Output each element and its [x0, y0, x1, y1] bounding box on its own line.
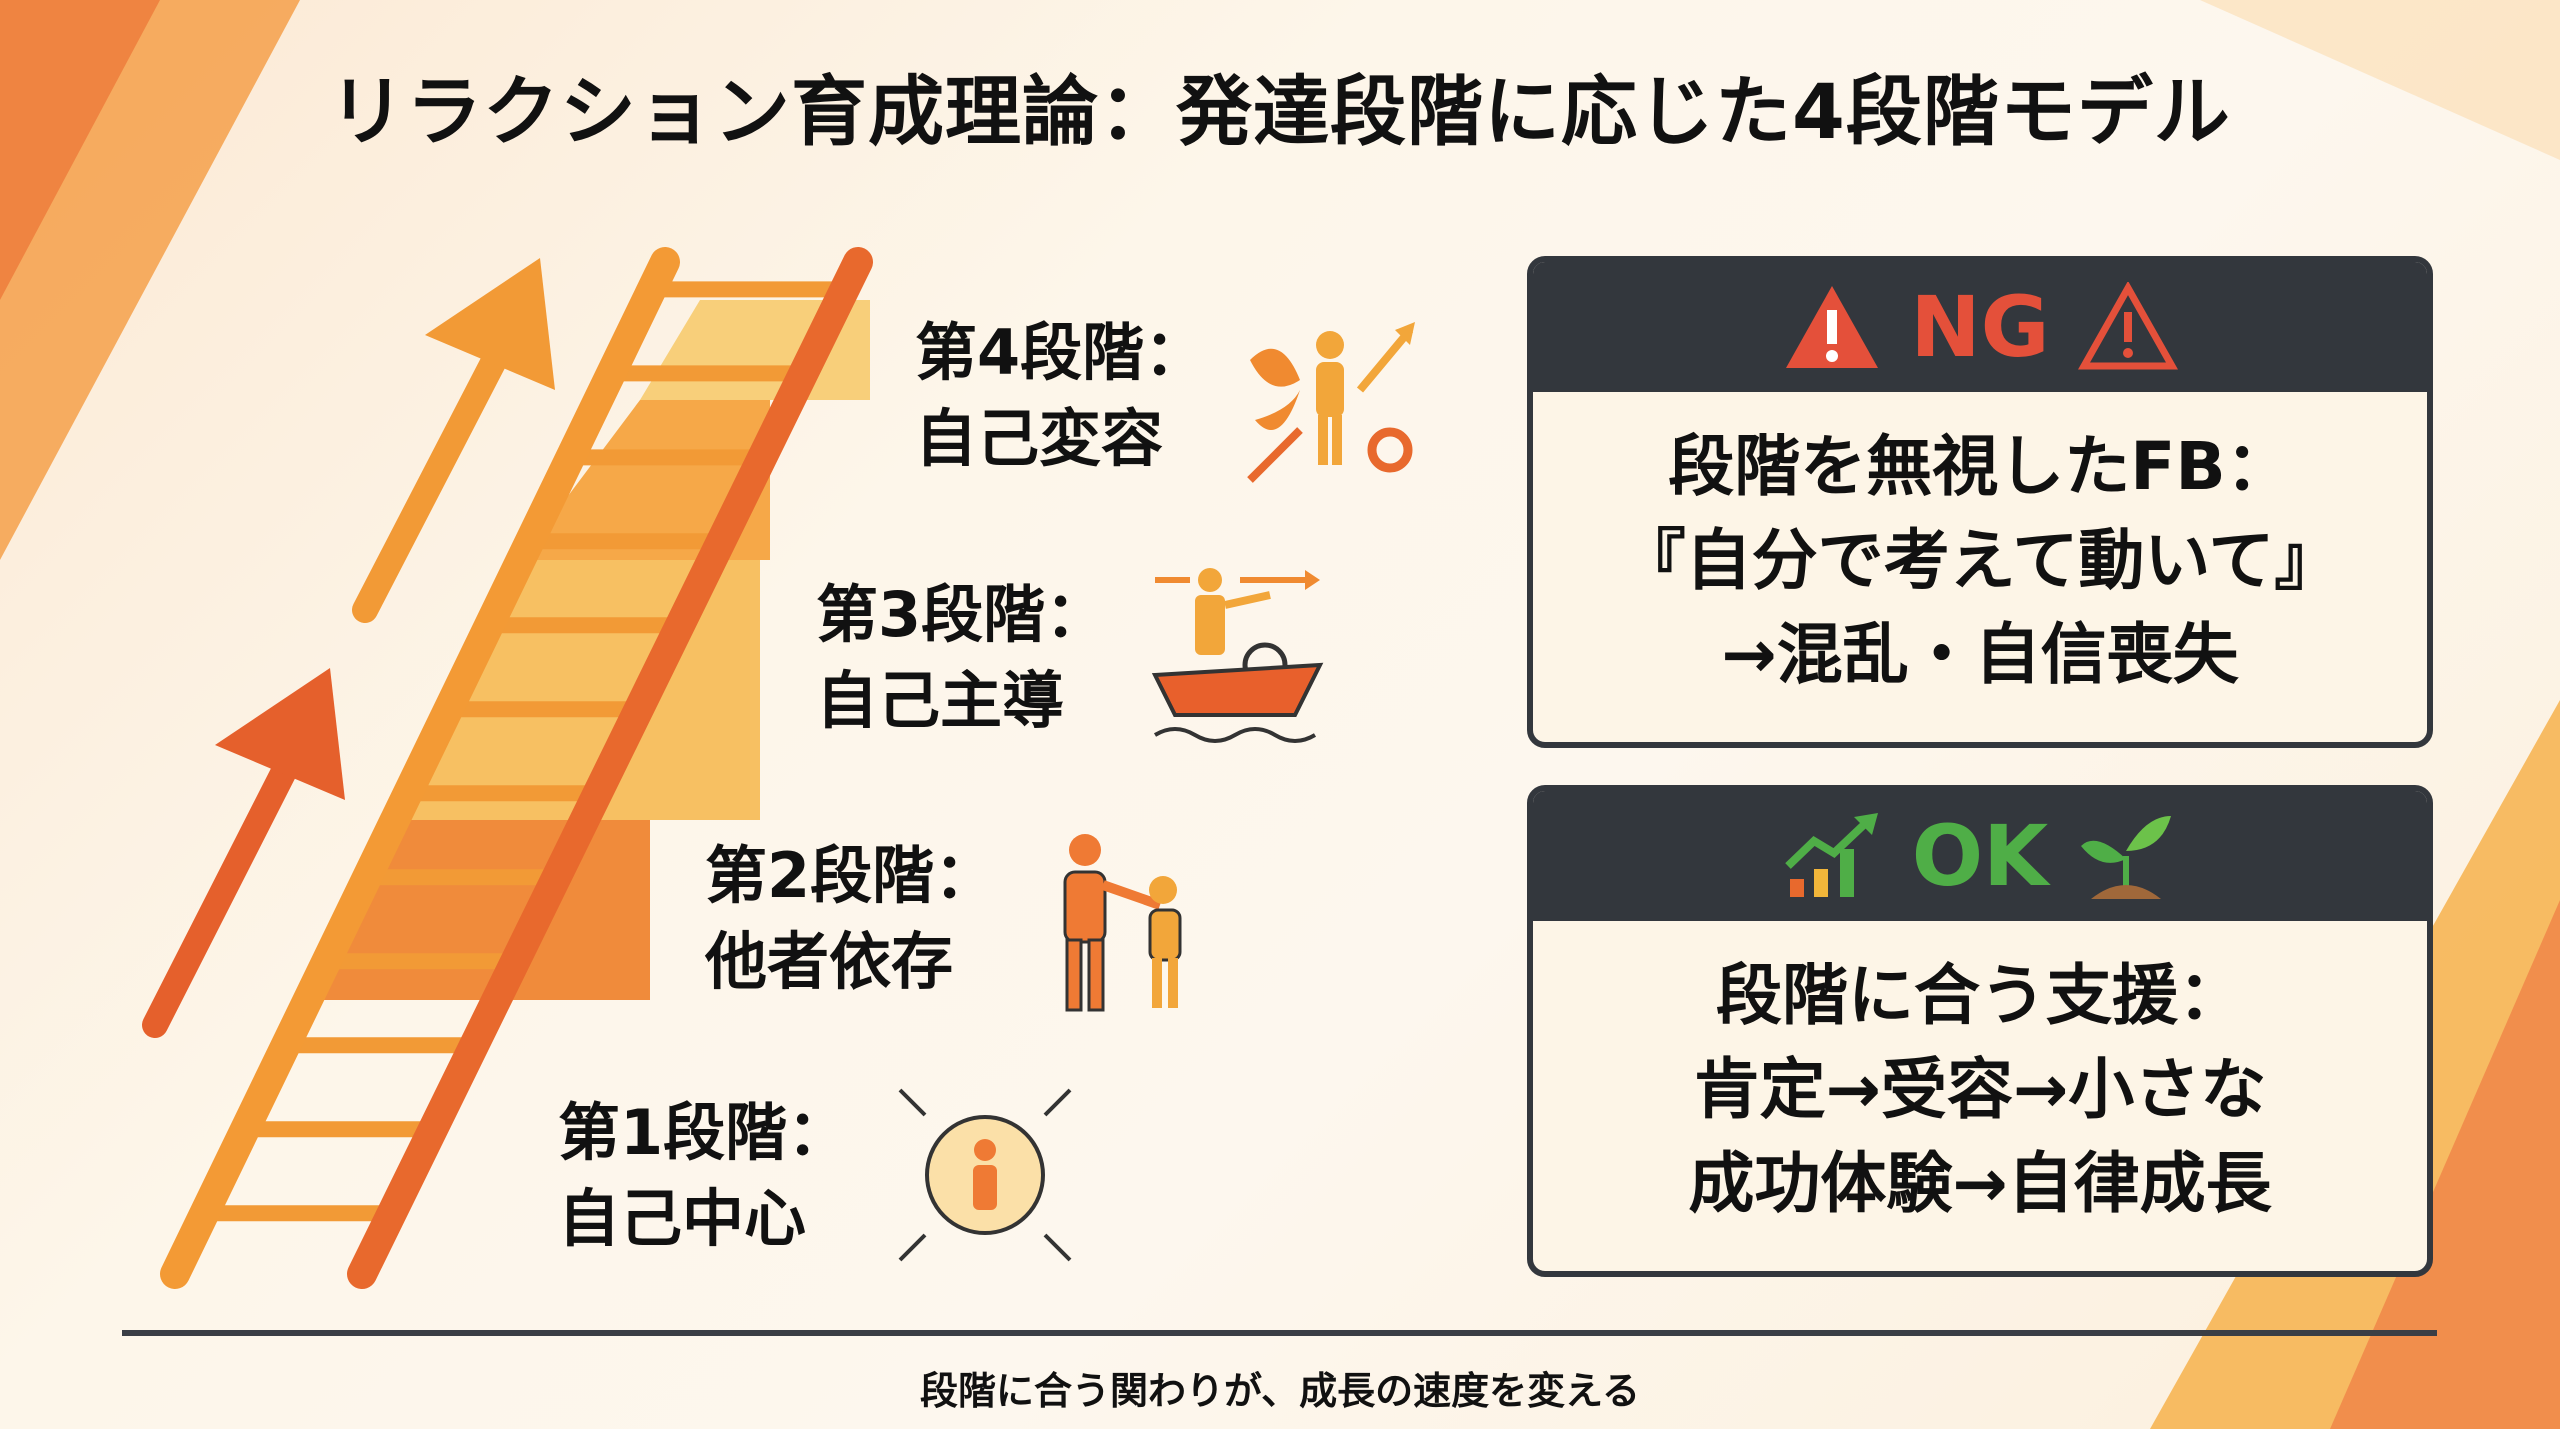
self-center-icon: [898, 1088, 1072, 1262]
stage-number: 第2段階：: [705, 839, 997, 912]
stage-number: 第4段階：: [915, 316, 1207, 389]
stage-4-label: 第4段階： 自己変容: [915, 310, 1206, 482]
ladder-rail-right: [347, 247, 873, 1289]
page-title: リラクション育成理論：発達段階に応じた4段階モデル: [329, 67, 2231, 156]
stage-number: 第1段階：: [558, 1096, 850, 1169]
stage-2-label: 第2段階： 他者依存: [705, 833, 996, 1005]
stage-1-label: 第1段階： 自己中心: [558, 1090, 849, 1262]
warning-icon: [1786, 286, 1879, 368]
stage-name: 他者依存: [705, 925, 954, 998]
ng-body: 段階を無視したFB： 『自分で考えて動いて』 →混乱・自信喪失: [1533, 392, 2427, 702]
ng-line: →混乱・自信喪失: [1721, 616, 2239, 693]
footer-tagline: 段階に合う関わりが、成長の速度を変える: [919, 1369, 1641, 1413]
divider: [122, 1330, 2437, 1336]
stage-name: 自己変容: [915, 402, 1164, 475]
ok-line: 肯定→受容→小さな: [1693, 1051, 2267, 1128]
ok-line: 成功体験→自律成長: [1688, 1145, 2272, 1222]
stage-3-label: 第3段階： 自己主導: [816, 572, 1107, 744]
warning-outline-icon: [2077, 282, 2178, 370]
up-arrow-icon: [352, 258, 555, 623]
up-arrow-icon: [142, 668, 345, 1038]
sprout-icon: [2081, 816, 2172, 899]
ok-body: 段階に合う支援： 肯定→受容→小さな 成功体験→自律成長: [1533, 921, 2427, 1231]
ok-label: OK: [1911, 807, 2049, 905]
ladder-rungs: [196, 281, 853, 1222]
ng-header: NG: [1533, 262, 2427, 392]
ok-panel: OK 段階に合う支援： 肯定→受容→小さな 成功体験→自律成長: [1527, 785, 2433, 1277]
ok-line: 段階に合う支援：: [1716, 957, 2244, 1034]
ok-header: OK: [1533, 791, 2427, 921]
transformation-icon: [1247, 322, 1415, 483]
ng-line: 『自分で考えて動いて』: [1619, 522, 2341, 599]
growth-chart-icon: [1784, 813, 1878, 897]
ladder-rail-left: [160, 247, 680, 1289]
captain-ship-icon: [1151, 568, 1324, 743]
ng-label: NG: [1910, 278, 2050, 376]
stage-name: 自己主導: [816, 664, 1065, 737]
ng-panel: NG 段階を無視したFB： 『自分で考えて動いて』 →混乱・自信喪失: [1527, 256, 2433, 748]
ng-line: 段階を無視したFB：: [1668, 428, 2292, 505]
stage-name: 自己中心: [558, 1182, 807, 1255]
helping-person-icon: [1063, 834, 1182, 1012]
stage-number: 第3段階：: [816, 578, 1108, 651]
